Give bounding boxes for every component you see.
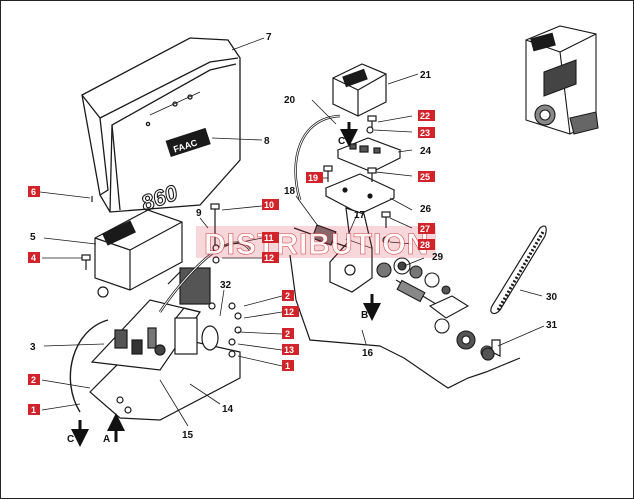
svg-text:C: C	[338, 136, 345, 147]
label-5: 5	[30, 232, 36, 243]
control-board-assembly	[89, 267, 241, 421]
watermark: DISTRIBUTION	[196, 226, 436, 261]
motor-thumbnail	[525, 25, 599, 135]
label-15: 15	[182, 430, 194, 441]
tag-2-b: 2	[285, 329, 290, 339]
label-8: 8	[264, 136, 270, 147]
part-number-labels: 7 8 5 3 9 32 14 15 16 17 18 20 21 24 26 …	[30, 32, 558, 441]
tag-2-a: 2	[285, 291, 290, 301]
transformer-cover-5	[94, 209, 183, 298]
label-21: 21	[420, 70, 432, 81]
tag-28: 28	[420, 240, 430, 250]
limit-switch-board	[324, 137, 402, 215]
cable-3	[69, 319, 109, 413]
label-24: 24	[420, 146, 432, 157]
arrow-c-bottom: C	[67, 420, 89, 447]
housing-cover	[81, 37, 241, 213]
label-14: 14	[222, 404, 234, 415]
label-16: 16	[362, 348, 374, 359]
arrow-b: B	[361, 294, 381, 321]
label-31: 31	[546, 320, 558, 331]
release-key-31	[481, 339, 501, 361]
tag-10: 10	[264, 200, 274, 210]
arrow-a: A	[103, 413, 125, 445]
label-20: 20	[284, 95, 296, 106]
tag-12-lower: 12	[284, 307, 294, 317]
arrow-c-top: C	[338, 122, 358, 147]
tag-25: 25	[420, 172, 430, 182]
tag-13: 13	[284, 345, 294, 355]
tag-19: 19	[308, 173, 318, 183]
tag-2-left: 2	[31, 375, 36, 385]
baseline-16	[289, 254, 521, 389]
tag-1-right: 1	[285, 361, 290, 371]
cover-block-21	[332, 63, 387, 117]
red-tag-labels: 6 4 2 1 10 11 12 2 12 2 13 1 19 22 23 25…	[28, 110, 435, 415]
svg-text:A: A	[103, 434, 110, 445]
tag-22: 22	[420, 111, 430, 121]
label-3: 3	[30, 342, 36, 353]
toothed-belt-30	[490, 225, 547, 315]
tag-12-upper: 12	[264, 253, 274, 263]
tag-6: 6	[31, 187, 36, 197]
tag-4: 4	[31, 253, 36, 263]
gear-stack-29	[376, 257, 470, 319]
leader-lines	[39, 37, 545, 427]
tag-23: 23	[420, 128, 430, 138]
label-32: 32	[220, 280, 232, 291]
tag-1-left: 1	[31, 405, 36, 415]
label-7: 7	[266, 32, 272, 43]
gearbox-17	[329, 207, 373, 293]
svg-text:B: B	[361, 310, 368, 321]
label-30: 30	[546, 292, 558, 303]
svg-text:C: C	[67, 434, 74, 445]
tag-27: 27	[420, 224, 430, 234]
svg-text:DISTRIBUTION: DISTRIBUTION	[204, 228, 429, 261]
tag-11: 11	[264, 233, 274, 243]
label-9: 9	[196, 208, 202, 219]
label-18: 18	[284, 186, 296, 197]
worm-shaft-18	[293, 224, 351, 249]
label-26: 26	[420, 204, 432, 215]
label-17: 17	[354, 210, 366, 221]
screws	[81, 115, 391, 414]
label-29: 29	[432, 252, 444, 263]
